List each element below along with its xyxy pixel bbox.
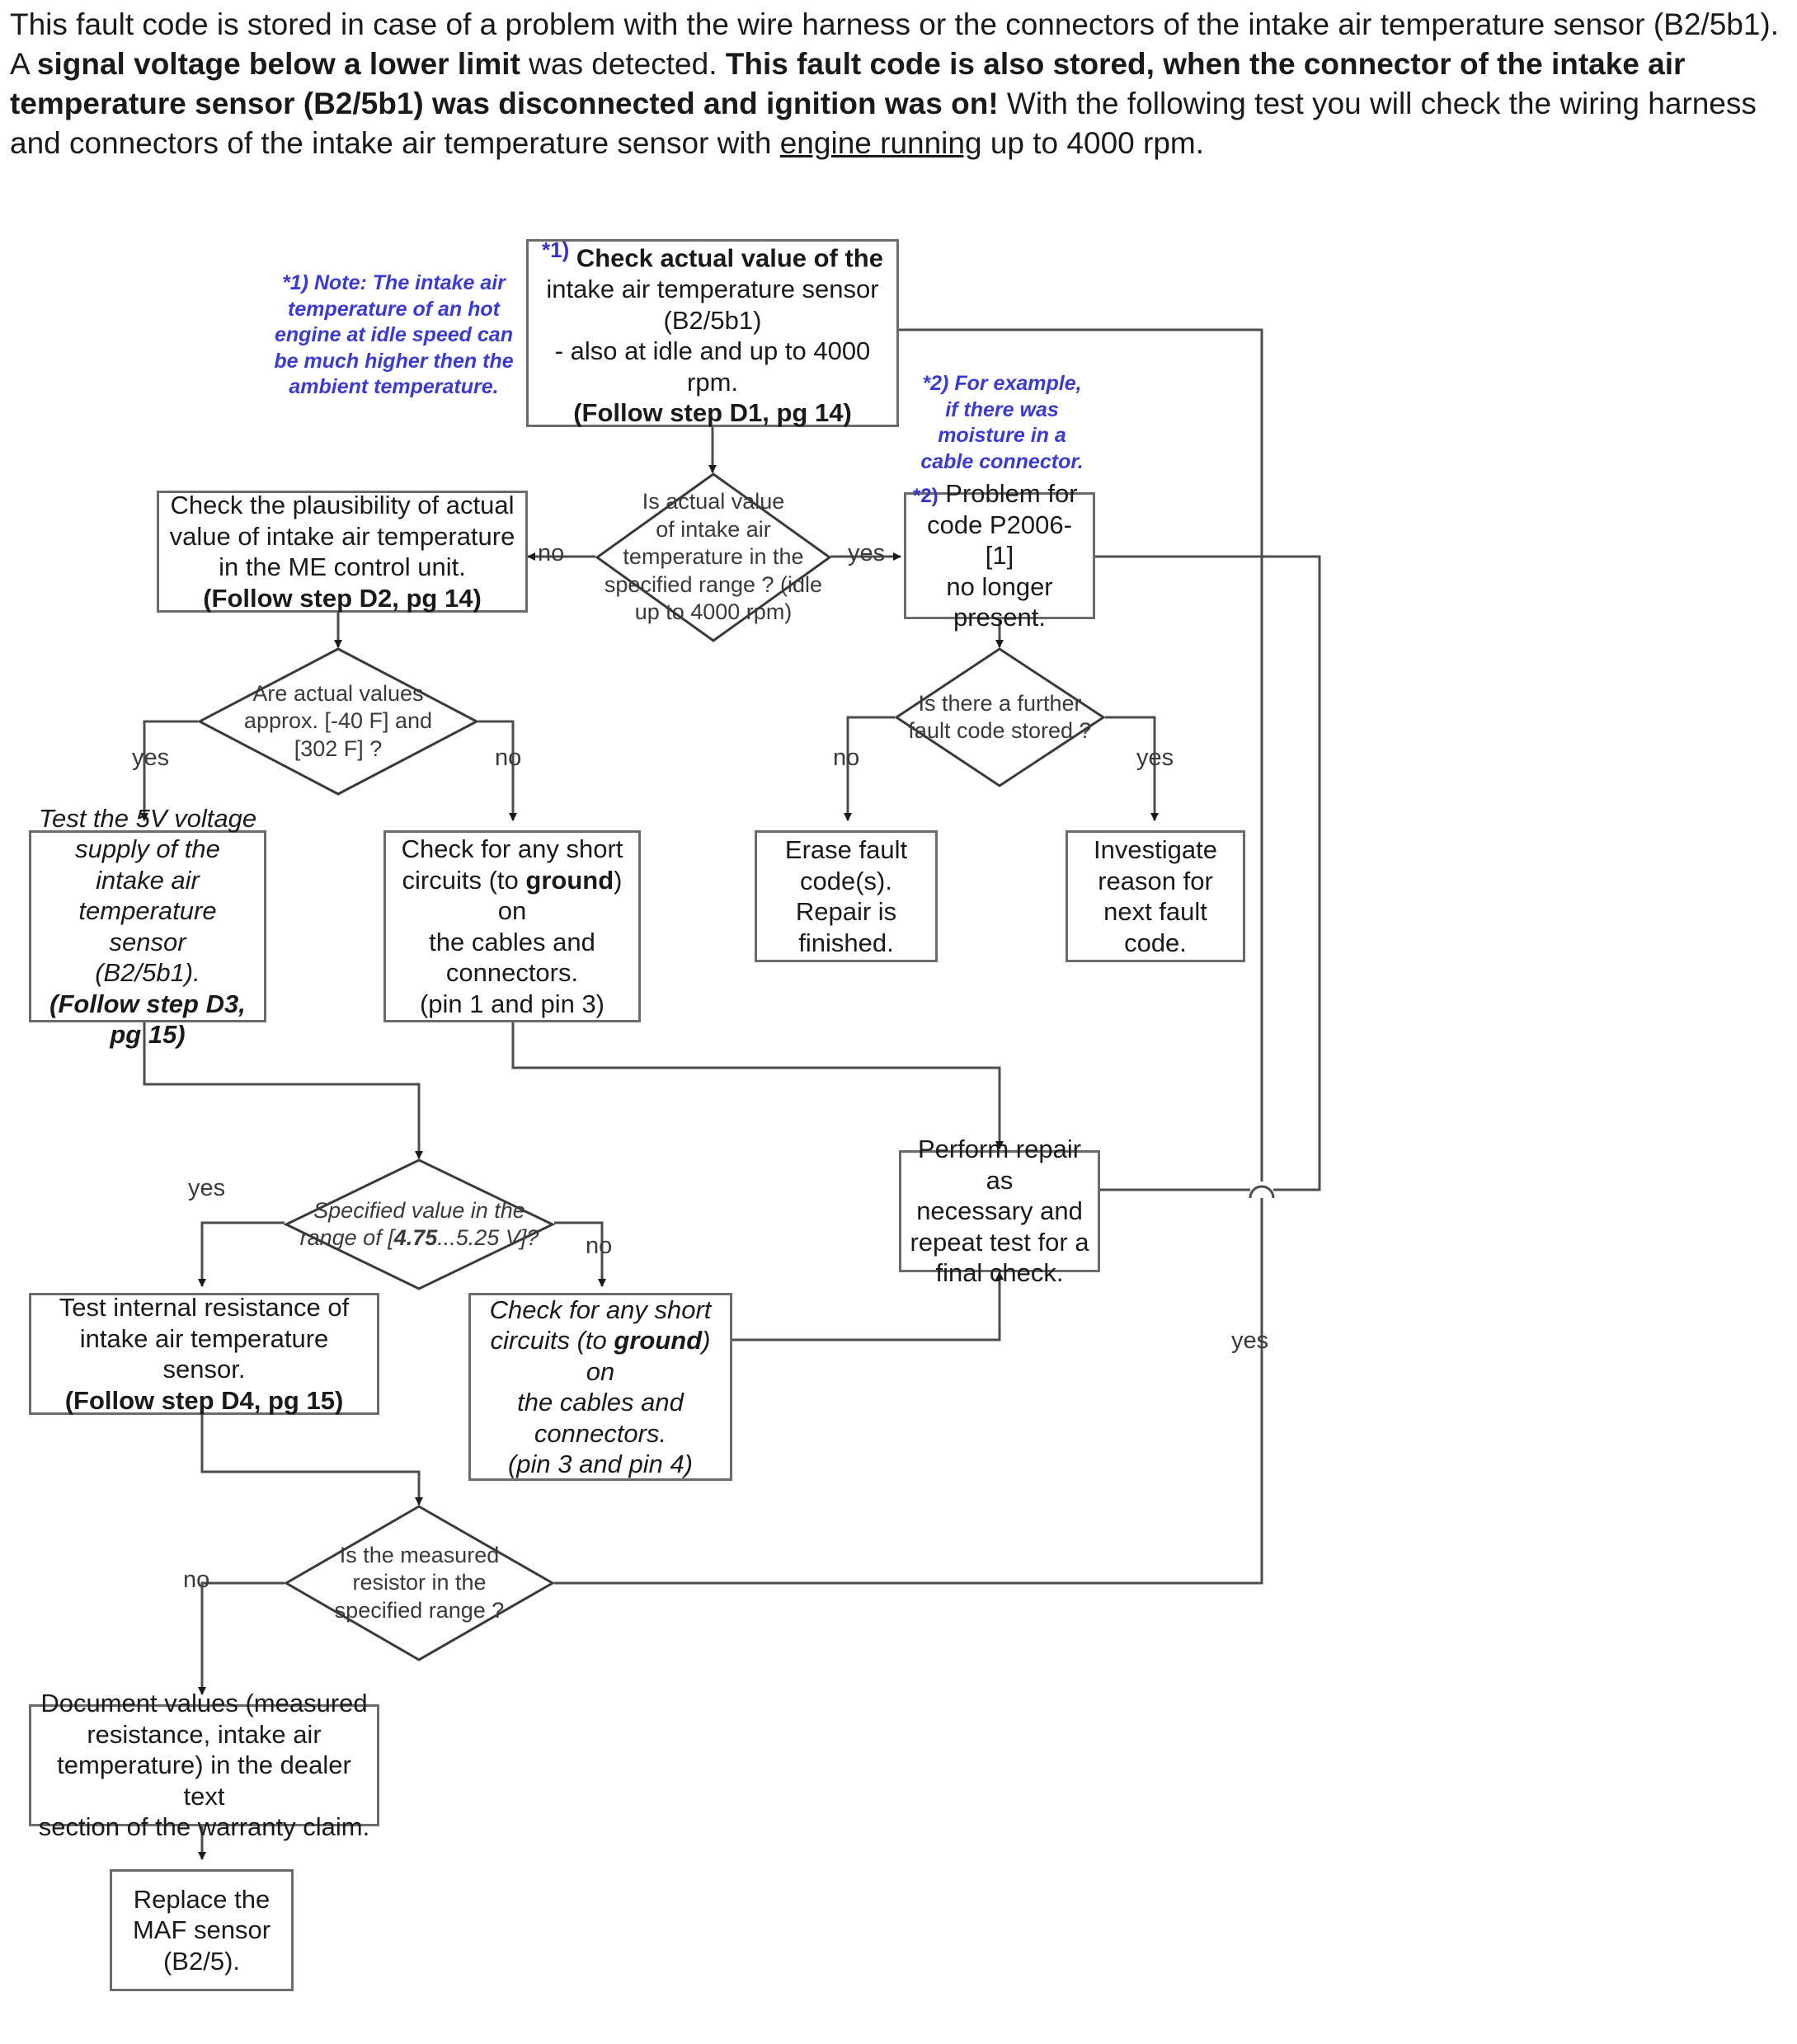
node-emph-ground: ground xyxy=(614,1326,703,1355)
node-line: Document values (measured xyxy=(40,1689,368,1718)
note-intake-air-temperature: *1) Note: The intake air temperature of … xyxy=(274,271,514,398)
decision-measured-resistor-range[interactable]: Is the measured resistor in the specifie… xyxy=(284,1505,556,1661)
node-line: (pin 3 and pin 4) xyxy=(507,1450,694,1478)
node-line: circuits (to xyxy=(490,1326,614,1355)
intro-bold-signal-voltage: signal voltage below a lower limit xyxy=(36,47,520,82)
node-line: intake air temperature sensor. xyxy=(79,1323,329,1384)
node-line: (B2/5). xyxy=(162,1946,241,1976)
node-line: resistance, intake air xyxy=(87,1719,322,1749)
node-line: value of intake air temperature xyxy=(169,521,515,551)
node-test-5v-supply[interactable]: Test the 5V voltage supply of the intake… xyxy=(29,804,266,1049)
node-line: Replace the xyxy=(133,1884,270,1914)
edge-label-d4-yes: yes xyxy=(188,1175,226,1201)
node-replace-maf-sensor[interactable]: Replace the MAF sensor (B2/5). xyxy=(110,1869,294,1991)
node-check-plausibility[interactable]: Check the plausibility of actual value o… xyxy=(157,491,528,613)
decision-further-fault-code[interactable]: Is there a further fault code stored ? xyxy=(894,647,1106,787)
node-line: Check the plausibility of actual xyxy=(170,491,515,519)
node-line: Problem for xyxy=(938,479,1078,509)
node-line: the cables and xyxy=(429,927,595,956)
node-line: the cables and xyxy=(517,1388,684,1417)
decision-actual-value-in-range[interactable]: Is actual value of intake air temperatur… xyxy=(595,472,832,642)
node-line: (pin 1 and pin 3) xyxy=(419,989,605,1018)
node-line: Check for any short xyxy=(401,834,623,863)
intro-text-2: was detected. xyxy=(520,47,726,82)
intro-bold-also-stored: This fault code is also stored, when the… xyxy=(10,47,1686,121)
node-line: finished. xyxy=(798,928,894,957)
node-line: (Follow step D2, pg 14) xyxy=(203,583,482,613)
intro-text-1: This fault code is stored in case of a p… xyxy=(10,7,1780,82)
node-test-internal-resistance[interactable]: Test internal resistance of intake air t… xyxy=(29,1293,379,1415)
node-emph-ground: ground xyxy=(525,865,614,895)
node-line: Erase fault xyxy=(784,835,908,864)
footnote-marker-2: *2) xyxy=(913,485,938,508)
edge-label-d5-yes: yes xyxy=(1231,1327,1269,1354)
decision-actual-values-approx[interactable]: Are actual values approx. [-40 F] and [3… xyxy=(196,647,480,796)
node-line: supply of the intake air xyxy=(75,834,220,895)
node-line: temperature sensor xyxy=(78,896,217,956)
node-line: intake air temperature sensor xyxy=(546,275,879,304)
node-line: (Follow step D3, pg 15) xyxy=(49,989,246,1050)
node-check-short-pin3-pin4[interactable]: Check for any short circuits (to ground)… xyxy=(468,1293,732,1481)
intro-text-3: With the following test you will check t… xyxy=(10,87,1757,161)
intro-text-4: up to 4000 rpm. xyxy=(981,126,1205,161)
node-document-values[interactable]: Document values (measured resistance, in… xyxy=(29,1689,379,1841)
node-line: Repair is xyxy=(795,897,897,926)
node-line: temperature) in the dealer text xyxy=(57,1750,351,1811)
node-line: Check actual value of the xyxy=(569,243,883,273)
edge-label-d5-no: no xyxy=(183,1567,210,1593)
node-line: connectors. xyxy=(534,1418,667,1448)
node-line: (B2/5b1) xyxy=(663,305,762,335)
node-line: in the ME control unit. xyxy=(219,552,466,581)
node-line: Check for any short xyxy=(489,1295,712,1324)
node-check-short-pin1-pin3[interactable]: Check for any short circuits (to ground)… xyxy=(383,830,641,1022)
flowchart-diagram: *1) Note: The intake air temperature of … xyxy=(0,210,1797,2044)
node-problem-no-longer-present[interactable]: *2) Problem for code P2006-[1] no longer… xyxy=(904,479,1095,632)
footnote-marker-1: *1) xyxy=(542,237,570,263)
node-line: ) on xyxy=(497,865,623,926)
node-line: (Follow step D1, pg 14) xyxy=(573,398,852,428)
edge-label-d1-no: no xyxy=(538,540,565,566)
node-investigate-reason[interactable]: Investigate reason for next fault code. xyxy=(1065,830,1245,962)
node-line: code P2006-[1] xyxy=(927,510,1072,571)
node-check-actual-value[interactable]: *1) Check actual value of the intake air… xyxy=(526,237,899,428)
note-for-example-moisture: *2) For example, if there was moisture i… xyxy=(920,372,1084,473)
node-erase-fault-codes[interactable]: Erase fault code(s). Repair is finished. xyxy=(755,830,938,962)
node-line: - also at idle and up to 4000 rpm. xyxy=(554,336,871,397)
edge-label-d4-no: no xyxy=(586,1233,613,1259)
node-line: no longer xyxy=(946,571,1053,601)
node-line: section of the warranty claim. xyxy=(38,1812,370,1842)
node-line: code(s). xyxy=(800,866,892,895)
node-line: (B2/5b1). xyxy=(95,958,200,987)
node-line: final check. xyxy=(935,1258,1064,1288)
node-line: Test internal resistance of xyxy=(59,1293,350,1322)
node-line: ) on xyxy=(586,1326,711,1386)
decision-specified-value-range[interactable]: Specified value in the range of [4.75...… xyxy=(283,1158,556,1290)
edge-label-d3-no: no xyxy=(833,745,860,771)
node-line: (Follow step D4, pg 15) xyxy=(64,1385,344,1415)
connector-lines xyxy=(140,326,1321,1860)
node-line: Investigate xyxy=(1094,835,1217,864)
node-line: circuits (to xyxy=(402,865,526,895)
node-line: repeat test for a xyxy=(910,1227,1089,1257)
node-line: Perform repair as xyxy=(917,1135,1082,1195)
node-line: next fault code. xyxy=(1103,897,1207,957)
node-line: connectors. xyxy=(445,958,579,987)
node-line: MAF sensor xyxy=(132,1915,271,1945)
intro-paragraph: This fault code is stored in case of a p… xyxy=(10,5,1783,163)
node-perform-repair[interactable]: Perform repair as necessary and repeat t… xyxy=(899,1135,1100,1287)
intro-underline-engine-running: engine running xyxy=(779,126,982,161)
node-line: Test the 5V voltage xyxy=(38,803,257,833)
edge-label-d2-no: no xyxy=(495,745,522,771)
edge-label-d1-yes: yes xyxy=(848,540,886,566)
edge-label-d3-yes: yes xyxy=(1136,745,1174,771)
node-line: reason for xyxy=(1098,866,1213,895)
node-line: necessary and xyxy=(916,1196,1083,1226)
node-line: present. xyxy=(953,603,1046,632)
edge-label-d2-yes: yes xyxy=(132,745,170,771)
